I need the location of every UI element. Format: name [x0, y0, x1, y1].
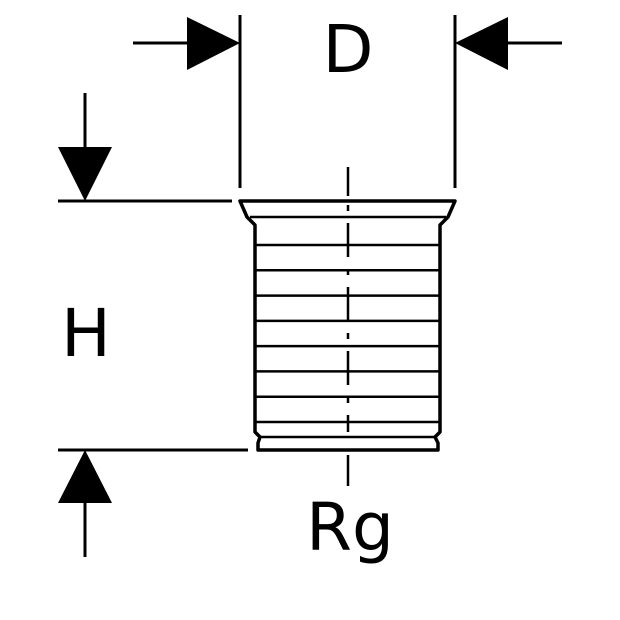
height-label: H: [61, 295, 111, 372]
height-arrow-bottom-head: [58, 450, 112, 503]
diameter-arrow-left-head: [187, 17, 240, 70]
height-arrow-top-head: [58, 147, 112, 201]
diameter-label: D: [323, 11, 374, 88]
height-dimension: H: [58, 93, 248, 557]
thread-label: Rg: [306, 489, 394, 566]
diameter-arrow-right-head: [455, 17, 508, 70]
diameter-dimension: D: [133, 11, 562, 188]
fitting-outline: [238, 199, 457, 452]
